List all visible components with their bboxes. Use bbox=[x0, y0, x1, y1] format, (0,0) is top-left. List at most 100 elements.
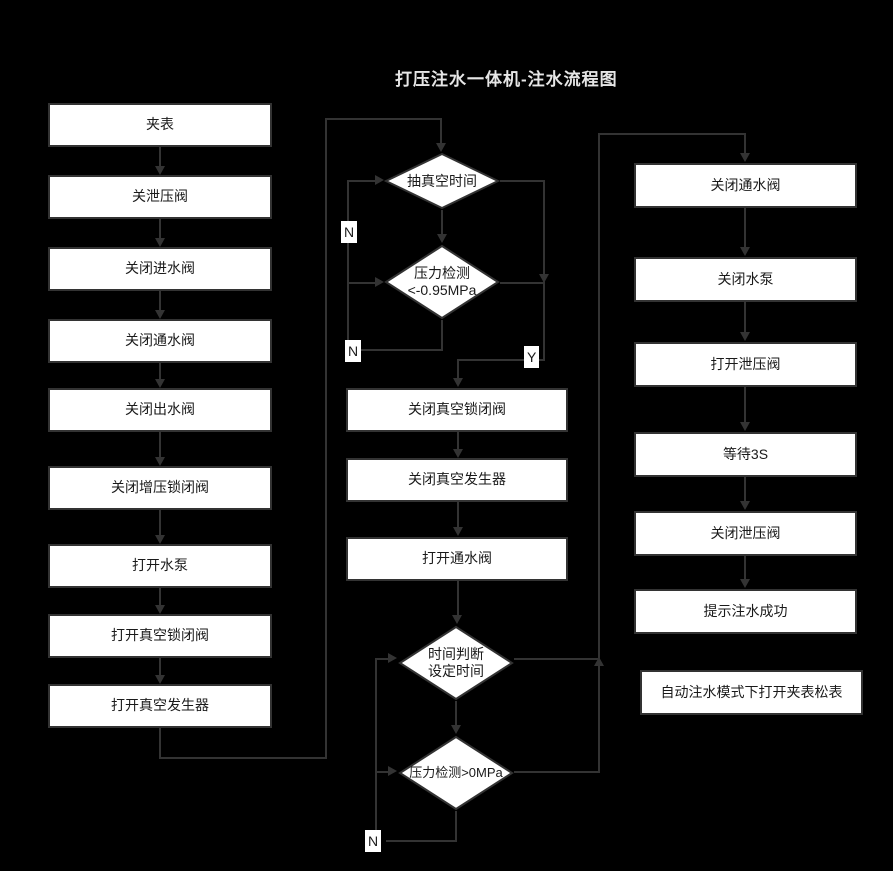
edge-l6-l7 bbox=[159, 510, 161, 535]
arrowhead-m6 bbox=[452, 615, 462, 624]
edge-r2-r3 bbox=[744, 302, 746, 333]
edge-left-to-middle-riser bbox=[325, 118, 327, 759]
edge-right-top-entry bbox=[598, 133, 746, 135]
edge-n-loop-2 bbox=[347, 282, 349, 350]
diamond-shape bbox=[398, 625, 514, 701]
edge-r1-r2 bbox=[744, 208, 746, 248]
edge-l5-l6 bbox=[159, 432, 161, 457]
node-close-inlet-valve[interactable]: 关闭进水阀 bbox=[48, 247, 272, 291]
node-close-water-valve-right[interactable]: 关闭通水阀 bbox=[634, 163, 857, 208]
edge-l9-right bbox=[159, 757, 327, 759]
edge-m2-bottom-left bbox=[358, 349, 443, 351]
arrowhead-r3 bbox=[740, 332, 750, 341]
edge-m3-m4 bbox=[457, 432, 459, 449]
edge-m4-m5 bbox=[457, 502, 459, 528]
arrowhead-l5 bbox=[155, 379, 165, 388]
edge-m5-m6 bbox=[457, 581, 459, 616]
edge-into-m3 bbox=[457, 359, 459, 379]
edge-n-loop-1-in bbox=[347, 180, 376, 182]
edge-l8-l9 bbox=[159, 658, 161, 675]
edge-n-loop-3-in bbox=[375, 658, 390, 660]
node-close-vacuum-generator[interactable]: 关闭真空发生器 bbox=[346, 458, 568, 502]
arrowhead-l2 bbox=[155, 166, 165, 175]
edge-m1-right-down bbox=[543, 180, 545, 353]
arrowhead-m1 bbox=[436, 143, 446, 152]
node-close-vacuum-lock-valve[interactable]: 关闭真空锁闭阀 bbox=[346, 388, 568, 432]
arrowhead-r2 bbox=[740, 247, 750, 256]
edge-r4-r5 bbox=[744, 477, 746, 502]
edge-l2-l3 bbox=[159, 219, 161, 238]
edge-n-loop-3 bbox=[375, 658, 377, 842]
node-vacuum-time-decision[interactable]: 抽真空时间 bbox=[384, 152, 500, 210]
edge-label-n2: N bbox=[345, 340, 362, 362]
arrowhead-m2 bbox=[437, 234, 447, 243]
arrowhead-r5 bbox=[740, 501, 750, 510]
edge-y-down bbox=[543, 282, 545, 361]
edge-r5-r6 bbox=[744, 556, 746, 580]
arrowhead-l7 bbox=[155, 535, 165, 544]
edge-m7-right bbox=[514, 771, 600, 773]
arrowhead-m4 bbox=[453, 449, 463, 458]
node-close-boost-lock-valve[interactable]: 关闭增压锁闭阀 bbox=[48, 466, 272, 510]
arrowhead-l6 bbox=[155, 457, 165, 466]
node-close-relief-valve[interactable]: 关泄压阀 bbox=[48, 175, 272, 219]
edge-m7-bottom-left bbox=[386, 840, 456, 842]
edge-m7-bottom bbox=[455, 811, 457, 842]
diamond-shape bbox=[398, 735, 514, 811]
diamond-shape bbox=[384, 152, 500, 210]
edge-l4-l5 bbox=[159, 363, 161, 379]
edge-n-loop-4-in bbox=[375, 771, 390, 773]
arrowhead-y-merge bbox=[539, 274, 549, 283]
arrowhead-r1 bbox=[740, 153, 750, 162]
arrowhead-m1-left bbox=[375, 175, 384, 185]
edge-m2-bottom bbox=[441, 320, 443, 351]
edge-l1-l2 bbox=[159, 147, 161, 166]
node-close-pump[interactable]: 关闭水泵 bbox=[634, 257, 857, 302]
node-open-vacuum-lock-valve[interactable]: 打开真空锁闭阀 bbox=[48, 614, 272, 658]
edge-right-riser bbox=[598, 133, 600, 771]
arrowhead-l4 bbox=[155, 310, 165, 319]
edge-middle-top-entry bbox=[325, 118, 442, 120]
diamond-shape bbox=[384, 244, 500, 320]
node-open-relief-valve[interactable]: 打开泄压阀 bbox=[634, 342, 857, 387]
arrowhead-m3 bbox=[453, 378, 463, 387]
edge-m1-right bbox=[500, 180, 545, 182]
arrowhead-m7-left bbox=[388, 766, 397, 776]
node-close-outlet-valve[interactable]: 关闭出水阀 bbox=[48, 388, 272, 432]
node-close-water-valve-left[interactable]: 关闭通水阀 bbox=[48, 319, 272, 363]
arrowhead-m7 bbox=[451, 725, 461, 734]
arrowhead-l8 bbox=[155, 605, 165, 614]
node-time-judgement-decision[interactable]: 时间判断 设定时间 bbox=[398, 625, 514, 701]
edge-l9-down bbox=[159, 728, 161, 759]
edge-label-n3: N bbox=[365, 830, 382, 852]
node-prompt-success[interactable]: 提示注水成功 bbox=[634, 589, 857, 634]
arrowhead-m5 bbox=[453, 527, 463, 536]
edge-label-y1: Y bbox=[524, 346, 540, 368]
node-open-vacuum-generator[interactable]: 打开真空发生器 bbox=[48, 684, 272, 728]
node-pressure-check-decision[interactable]: 压力检测 <-0.95MPa bbox=[384, 244, 500, 320]
page-title: 打压注水一体机-注水流程图 bbox=[395, 70, 618, 89]
arrowhead-riser-merge bbox=[594, 657, 604, 666]
edge-l7-l8 bbox=[159, 588, 161, 605]
edge-m6-right bbox=[514, 658, 600, 660]
arrowhead-l3 bbox=[155, 238, 165, 247]
node-auto-mode-open-clamp[interactable]: 自动注水模式下打开夹表松表 bbox=[640, 670, 863, 715]
node-open-pump[interactable]: 打开水泵 bbox=[48, 544, 272, 588]
arrowhead-l9 bbox=[155, 675, 165, 684]
edge-y-to-m3 bbox=[458, 359, 545, 361]
node-jiabiao[interactable]: 夹表 bbox=[48, 103, 272, 147]
edge-into-m1 bbox=[440, 118, 442, 144]
edge-m1-m2 bbox=[441, 210, 443, 235]
arrowhead-r6 bbox=[740, 579, 750, 588]
edge-n-loop-2-in bbox=[347, 282, 376, 284]
edge-label-n1: N bbox=[341, 221, 358, 243]
edge-into-r1 bbox=[744, 133, 746, 154]
node-open-water-valve[interactable]: 打开通水阀 bbox=[346, 537, 568, 581]
node-pressure-above-zero-decision[interactable]: 压力检测>0MPa bbox=[398, 735, 514, 811]
node-close-relief-valve-right[interactable]: 关闭泄压阀 bbox=[634, 511, 857, 556]
edge-m6-m7 bbox=[455, 701, 457, 726]
node-wait-3s[interactable]: 等待3S bbox=[634, 432, 857, 477]
edge-r3-r4 bbox=[744, 387, 746, 423]
edge-m2-right bbox=[500, 282, 545, 284]
